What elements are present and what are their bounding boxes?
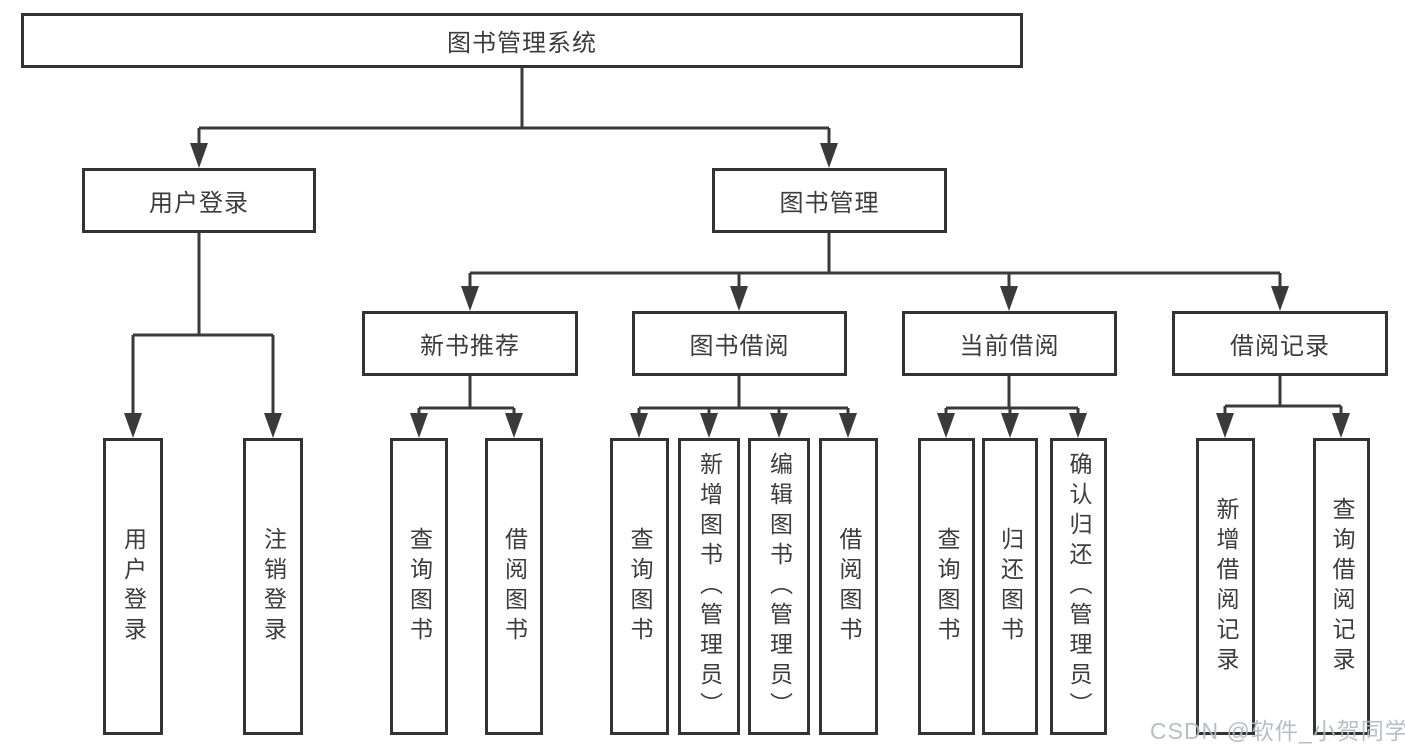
node-new-book-recommend: 新书推荐 <box>362 311 578 376</box>
node-label: 图书借阅 <box>689 333 790 360</box>
node-label: 注销登录 <box>260 526 287 647</box>
leaf-query-book-2: 查询图书 <box>610 438 669 735</box>
watermark: CSDN @软件_小贺同学 <box>1150 718 1405 744</box>
node-label: 新增图书（管理员） <box>696 451 723 722</box>
leaf-user-login: 用户登录 <box>103 438 163 735</box>
node-label: 图书管理 <box>779 190 880 217</box>
leaf-confirm-return-admin: 确认归还（管理员） <box>1050 438 1107 735</box>
node-label: 查询图书 <box>406 526 433 647</box>
leaf-edit-book-admin: 编辑图书（管理员） <box>748 438 810 735</box>
leaf-borrow-book-2: 借阅图书 <box>819 438 878 735</box>
leaf-logout: 注销登录 <box>243 438 303 735</box>
node-label: 用户登录 <box>149 190 249 217</box>
node-label: 归还图书 <box>997 526 1024 647</box>
node-book-management: 图书管理 <box>712 168 947 233</box>
node-borrow-record: 借阅记录 <box>1172 311 1388 376</box>
node-current-borrow: 当前借阅 <box>902 311 1117 376</box>
node-label: 借阅记录 <box>1230 333 1330 360</box>
leaf-add-borrow-record: 新增借阅记录 <box>1196 438 1255 735</box>
node-label: 编辑图书（管理员） <box>766 451 793 722</box>
node-book-borrow: 图书借阅 <box>632 311 847 376</box>
node-label: 查询图书 <box>627 526 653 647</box>
node-root: 图书管理系统 <box>21 13 1023 68</box>
leaf-query-borrow-record: 查询借阅记录 <box>1313 438 1370 735</box>
leaf-add-book-admin: 新增图书（管理员） <box>678 438 740 735</box>
node-label: 新增借阅记录 <box>1213 496 1239 677</box>
node-label: 借阅图书 <box>501 526 528 647</box>
node-label: 新书推荐 <box>420 333 520 360</box>
node-label: 确认归还（管理员） <box>1066 451 1092 722</box>
leaf-borrow-book-1: 借阅图书 <box>485 438 543 735</box>
leaf-return-book: 归还图书 <box>982 438 1038 735</box>
node-label: 查询图书 <box>934 526 960 647</box>
leaf-query-book-3: 查询图书 <box>918 438 975 735</box>
node-user-login: 用户登录 <box>82 168 316 233</box>
node-label: 借阅图书 <box>836 526 862 647</box>
node-label: 图书管理系统 <box>447 30 597 57</box>
node-label: 当前借阅 <box>959 333 1060 360</box>
leaf-query-book-1: 查询图书 <box>390 438 448 735</box>
node-label: 用户登录 <box>120 526 147 647</box>
node-label: 查询借阅记录 <box>1329 496 1355 677</box>
